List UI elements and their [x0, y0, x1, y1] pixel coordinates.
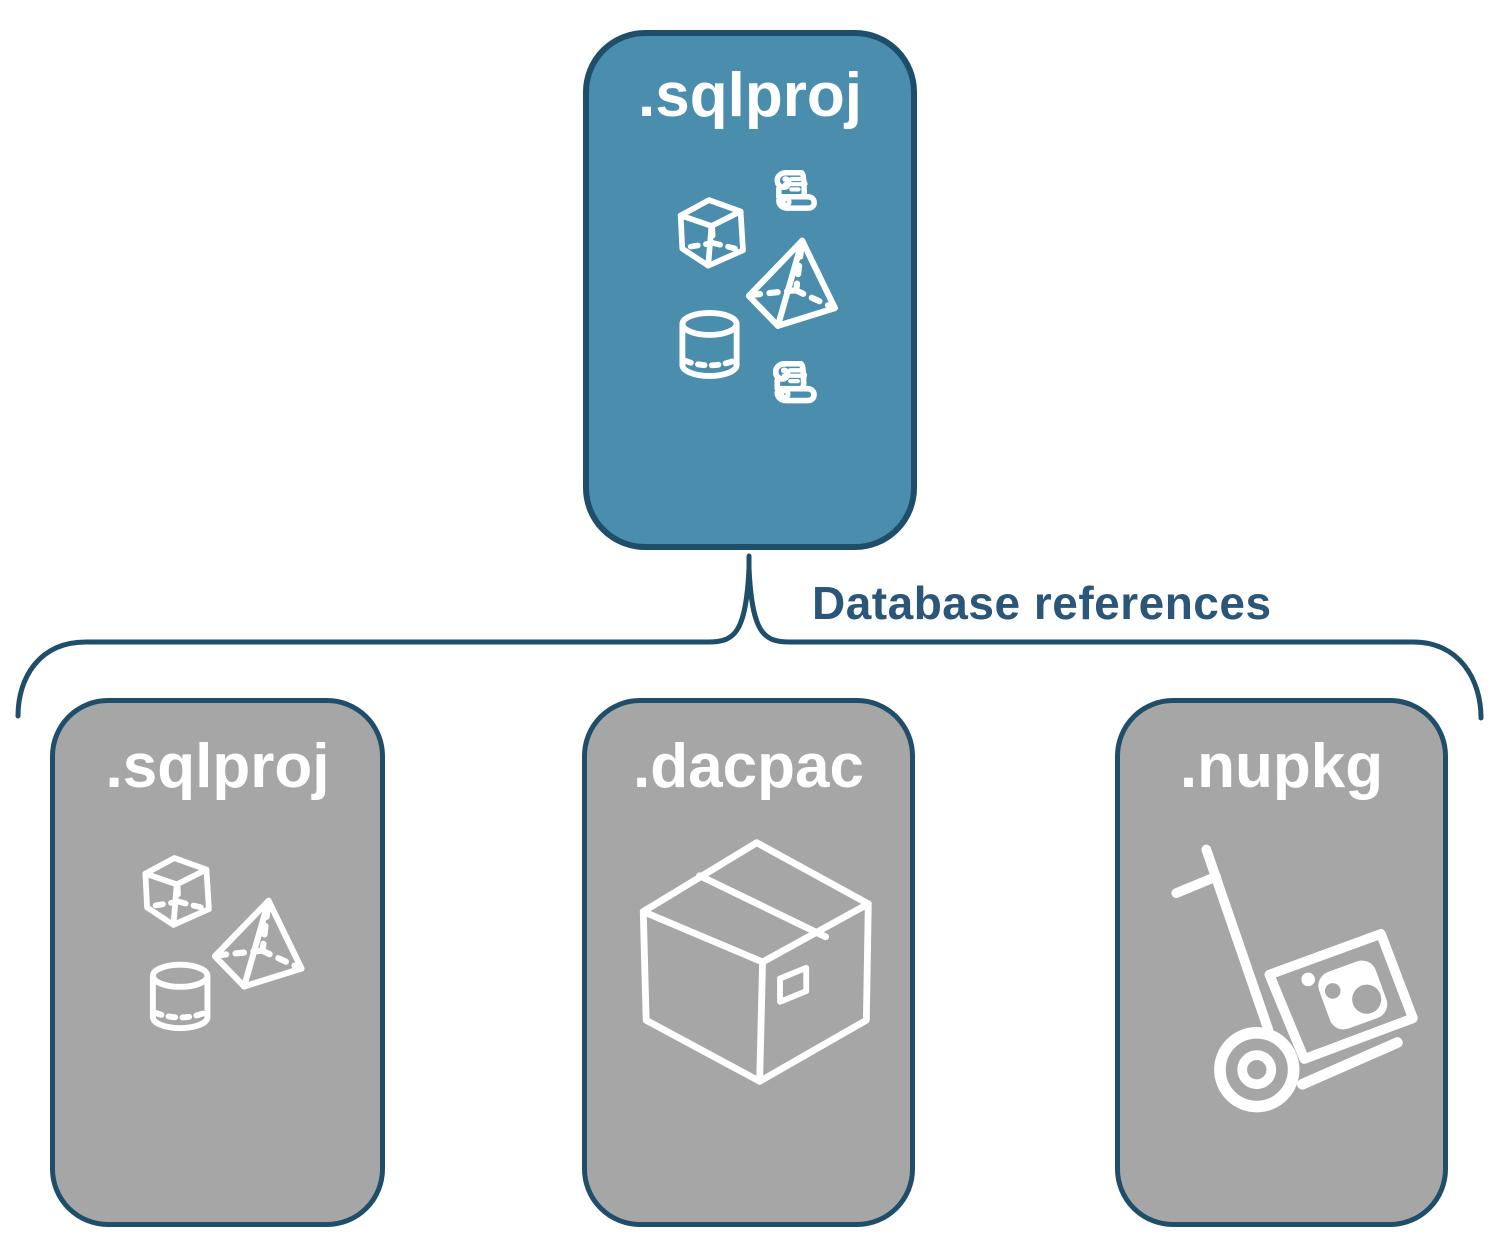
hand-truck-package-icon [1171, 844, 1418, 1113]
child-node-title: .sqlproj [105, 732, 330, 801]
child-node-title: .nupkg [1179, 732, 1384, 801]
sql-objects-icon-cluster [589, 36, 911, 544]
cube-icon [145, 858, 208, 925]
edge-label-database-references: Database references [812, 577, 1272, 629]
cylinder-icon [153, 965, 208, 1028]
root-node-title: .sqlproj [638, 61, 862, 130]
node-sqlproj-root: .sqlproj [583, 30, 917, 550]
hand-truck-package-icon [1171, 844, 1418, 1113]
scroll-icon [776, 364, 814, 401]
scroll-icon [777, 173, 814, 208]
nuget-logo-icon [1318, 960, 1388, 1030]
package-box-icon [639, 839, 872, 1085]
node-sqlproj-child: .sqlproj [50, 698, 385, 1227]
sql-objects-icon-cluster [55, 703, 380, 1222]
package-box-icon [639, 839, 872, 1085]
node-nupkg-child: .nupkg [1115, 698, 1448, 1227]
pyramid-icon [215, 901, 302, 987]
wheel-icon [1214, 1027, 1300, 1113]
cube-icon [681, 200, 743, 266]
pyramid-icon [749, 241, 835, 326]
child-node-title: .dacpac [633, 732, 864, 801]
cylinder-icon [682, 313, 736, 376]
node-dacpac-child: .dacpac [582, 698, 915, 1227]
